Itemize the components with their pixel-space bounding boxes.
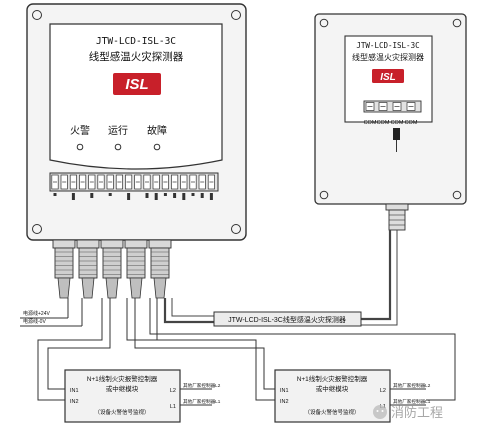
run-led-icon xyxy=(114,143,122,151)
remote-name-label: 线型感温火灾探测器 xyxy=(352,52,424,62)
fire-led-icon xyxy=(76,143,84,151)
isl-logo-remote-text: ISL xyxy=(380,72,396,83)
main-terminal-screws xyxy=(51,174,215,190)
remote-terminal-3: COM xyxy=(391,120,404,126)
indicator-label-fault: 故障 xyxy=(147,124,167,137)
module-2-out2: L2 xyxy=(380,388,386,394)
main-detector-unit: JTW-LCD-ISL-3C 线型感温火灾探测器 ISL 火警 运行 故障 xyxy=(26,3,247,241)
isl-logo-main-text: ISL xyxy=(125,76,148,93)
terminal-wire-mark xyxy=(173,193,177,198)
remote-terminal-2: COM xyxy=(377,120,390,126)
remote-connector xyxy=(393,128,400,140)
main-model-label: JTW-LCD-ISL-3C xyxy=(96,36,176,47)
remote-detector-unit: JTW-LCD-ISL-3C 线型感温火灾探测器 ISL COM COM COM… xyxy=(314,13,467,231)
cable-gland-icon xyxy=(52,239,76,299)
module-2-in2: IN2 xyxy=(280,399,289,405)
power-lines: 电源线+24V 电源线-0V xyxy=(20,298,83,327)
module-1-right-label-top: 其他厂家控制器L2 xyxy=(183,382,221,389)
watermark: 消防工程 xyxy=(373,405,443,420)
module-1-in2: IN2 xyxy=(70,399,79,405)
indicator-label-run: 运行 xyxy=(108,124,128,137)
terminal-wire-mark xyxy=(182,193,186,200)
module-2-right-label-bottom: 其他厂家控制器L1 xyxy=(393,398,431,405)
terminal-wire-mark xyxy=(90,193,94,198)
terminal-wire-mark xyxy=(108,193,112,196)
controller-module-1: N+1线制火灾报警控制器 或中继模块 IN1 IN2 L2 L1 （设备火警信号… xyxy=(64,369,221,423)
module-1-title: N+1线制火灾报警控制器 xyxy=(87,374,158,383)
module-1-right-label-bottom: 其他厂家控制器L1 xyxy=(183,398,221,405)
power-label-minus: 电源线-0V xyxy=(23,318,46,325)
module-1-note: （设备火警信号监视） xyxy=(94,408,149,416)
cable-gland-icon xyxy=(76,239,100,299)
terminal-wire-mark xyxy=(71,193,75,200)
fault-led-icon xyxy=(153,143,161,151)
module-2-right-label-top: 其他厂家控制器L2 xyxy=(393,382,431,389)
wechat-icon xyxy=(373,405,387,419)
module-1-out2: L2 xyxy=(170,388,176,394)
terminal-wire-mark xyxy=(145,193,149,198)
isl-logo-main: ISL xyxy=(113,73,161,95)
sensing-cable: JTW-LCD-ISL-3C线型感温火灾探测器 xyxy=(163,230,398,327)
terminal-wire-mark xyxy=(200,193,204,198)
main-terminal-wires xyxy=(53,193,213,200)
indicator-label-fire: 火警 xyxy=(70,124,90,137)
terminal-wire-mark xyxy=(127,193,131,200)
cable-gland-icon xyxy=(124,239,148,299)
signal-wires xyxy=(37,298,456,401)
terminal-wire-mark xyxy=(163,193,167,196)
terminal-wire-mark xyxy=(154,193,158,200)
remote-terminal-4: COM xyxy=(405,120,418,126)
terminal-wire-mark xyxy=(53,193,57,196)
module-1-subtitle: 或中继模块 xyxy=(106,384,139,393)
remote-terminal-1: COM xyxy=(364,120,377,126)
power-label-plus: 电源线+24V xyxy=(23,310,50,317)
cable-gland-icon xyxy=(100,239,124,299)
terminal-wire-mark xyxy=(209,193,213,200)
module-1-out1: L1 xyxy=(170,404,176,410)
module-1-in1: IN1 xyxy=(70,388,79,394)
module-2-subtitle: 或中继模块 xyxy=(316,384,349,393)
remote-terminal-screws xyxy=(365,102,416,111)
module-2-note: （设备火警信号监视） xyxy=(304,408,359,416)
controller-module-2: N+1线制火灾报警控制器 或中继模块 IN1 IN2 L2 L1 （设备火警信号… xyxy=(274,369,431,423)
cable-glands xyxy=(52,239,172,299)
cable-label: JTW-LCD-ISL-3C线型感温火灾探测器 xyxy=(228,315,346,324)
module-2-title: N+1线制火灾报警控制器 xyxy=(297,374,368,383)
isl-logo-remote: ISL xyxy=(372,69,404,83)
remote-cable-gland xyxy=(385,203,409,231)
watermark-text: 消防工程 xyxy=(391,405,443,420)
module-2-in1: IN1 xyxy=(280,388,289,394)
terminal-wire-mark xyxy=(191,193,195,196)
remote-model-label: JTW-LCD-ISL-3C xyxy=(356,41,419,50)
cable-gland-icon xyxy=(148,239,172,299)
main-name-label: 线型感温火灾探测器 xyxy=(89,50,184,63)
